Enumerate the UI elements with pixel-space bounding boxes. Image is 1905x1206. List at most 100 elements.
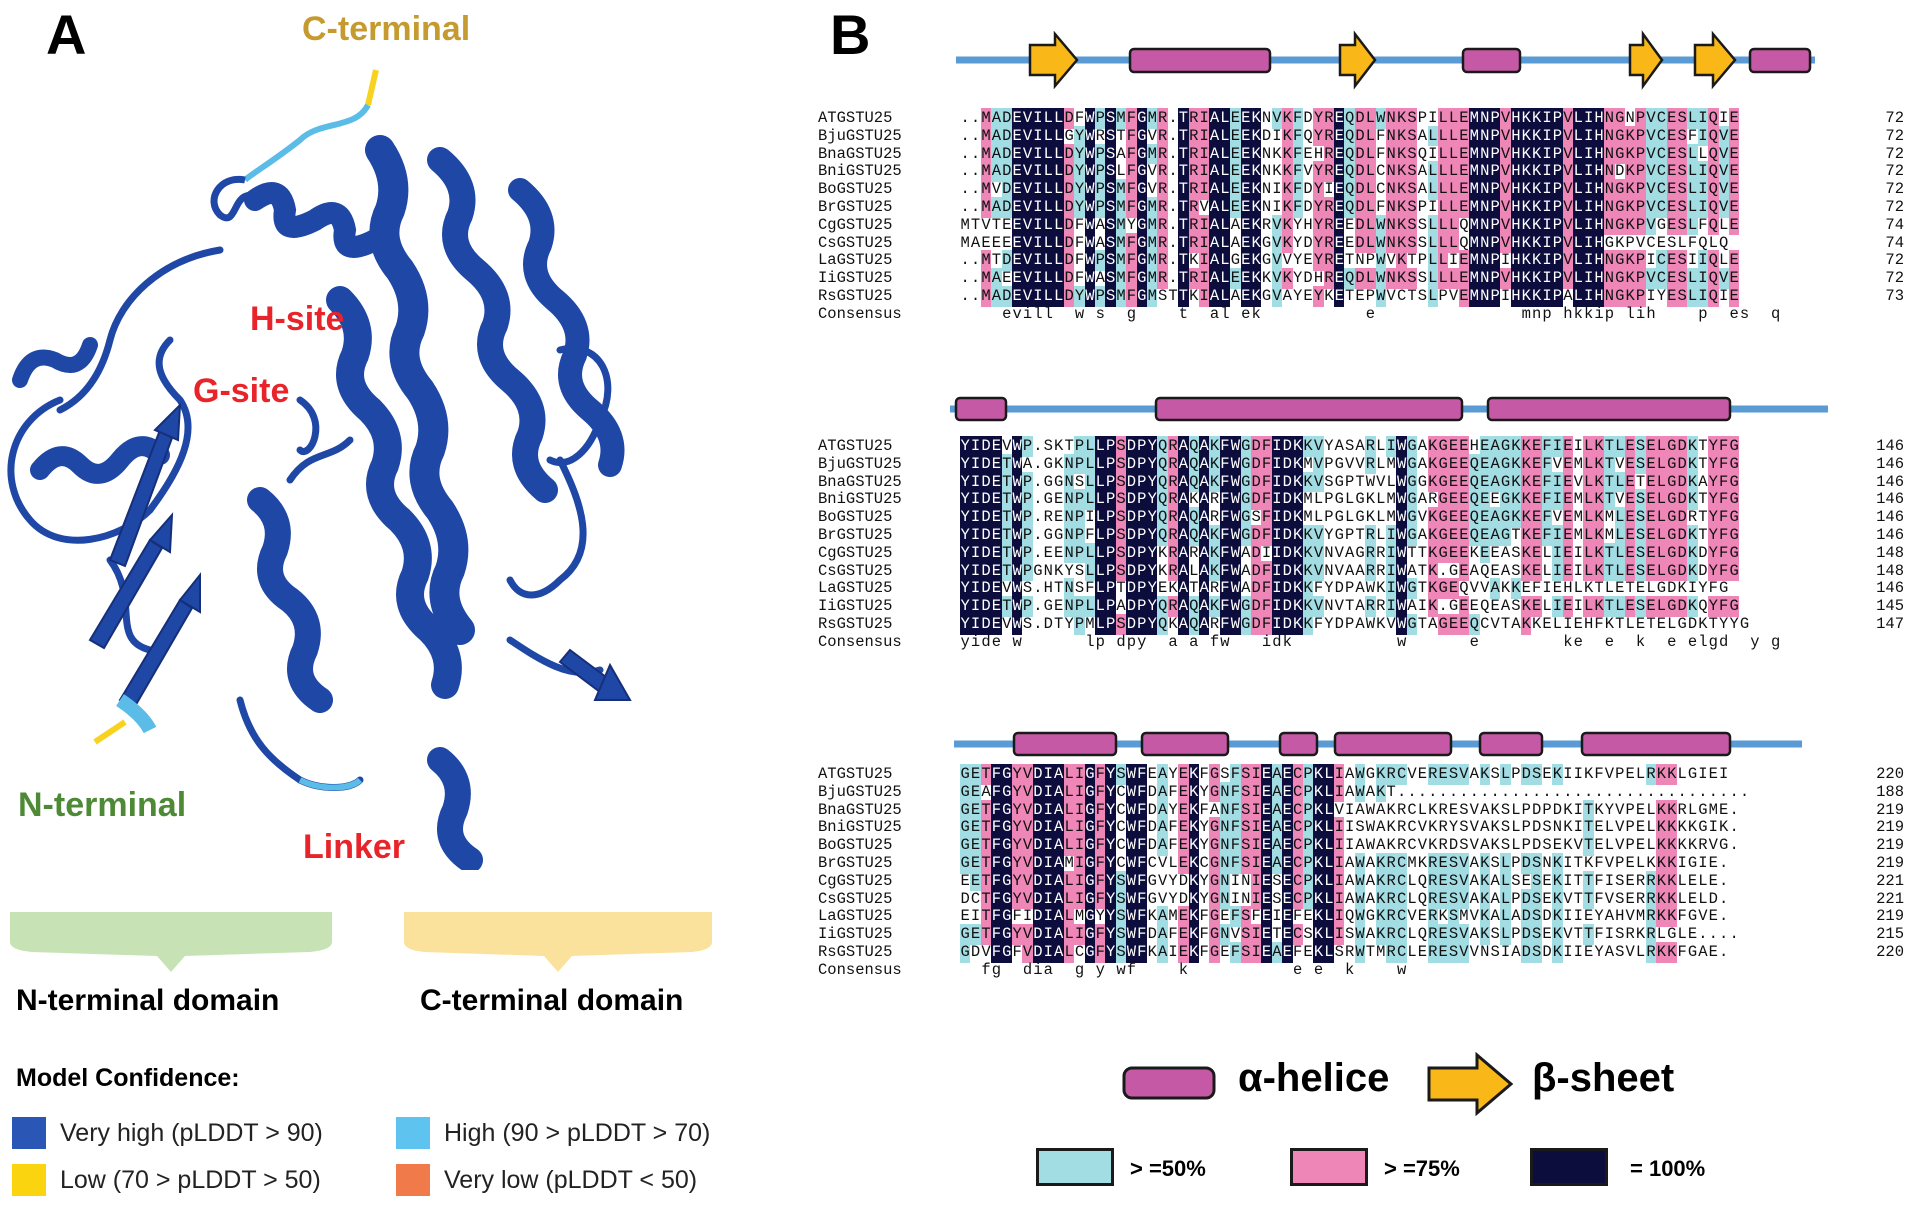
residue: P — [1344, 472, 1355, 491]
residue: V — [1344, 454, 1355, 473]
residue: L — [1677, 233, 1687, 252]
residue: V — [1448, 287, 1459, 305]
residue: A — [1198, 453, 1210, 475]
residue: I — [1198, 108, 1210, 129]
residue: R — [1427, 870, 1438, 892]
c-terminal-label: C-terminal — [302, 10, 471, 48]
residue: S — [1022, 615, 1033, 633]
residue: . — [1168, 109, 1178, 127]
residue: E — [1448, 578, 1459, 599]
residue: D — [1282, 525, 1293, 546]
residue: I — [1573, 543, 1583, 562]
residue: Q — [1188, 614, 1199, 635]
residue: S — [1490, 943, 1500, 961]
residue: I — [1541, 143, 1553, 165]
residue: E — [1625, 525, 1636, 546]
residue: N — [1219, 888, 1231, 910]
residue: S — [1490, 925, 1500, 944]
residue: C — [1656, 250, 1667, 271]
residue: L — [1573, 214, 1584, 236]
residue: A — [1489, 525, 1501, 546]
residue: T — [1001, 542, 1012, 564]
residue: l — [1085, 632, 1095, 651]
residue: K — [1687, 596, 1698, 617]
residue — [1376, 960, 1386, 981]
residue: D — [1615, 162, 1625, 181]
residue: S — [1615, 871, 1625, 890]
residue: S — [1531, 870, 1542, 892]
residue: A — [1053, 942, 1064, 963]
residue: H — [1510, 161, 1522, 182]
residue: K — [1490, 818, 1500, 837]
residue: H — [1510, 108, 1522, 129]
residue: I — [1198, 179, 1210, 200]
residue: P — [1635, 197, 1646, 218]
residue: E — [1344, 215, 1355, 234]
residue: L — [1583, 471, 1594, 493]
residue: L — [1323, 781, 1335, 803]
residue: A — [1344, 854, 1355, 872]
residue-count: 146 — [1876, 490, 1904, 509]
residue: A — [1053, 835, 1064, 856]
residue: A — [1198, 542, 1210, 564]
residue: A — [1198, 489, 1210, 510]
residue: F — [1199, 943, 1209, 961]
residue: Y — [1011, 781, 1023, 803]
residue — [1615, 632, 1625, 653]
residue: R — [1386, 906, 1397, 927]
residue: D — [1063, 108, 1075, 129]
residue: . — [960, 109, 970, 127]
residue: E — [1011, 179, 1023, 200]
residue: K — [1386, 836, 1396, 855]
c-terminal-domain-label: C-terminal domain — [420, 984, 684, 1017]
residue: K — [1593, 525, 1605, 546]
high-swatch — [396, 1117, 430, 1149]
residue: E — [1728, 214, 1740, 236]
residue: d — [1022, 960, 1033, 979]
residue: S — [1490, 765, 1500, 783]
residue: T — [1189, 579, 1199, 598]
residue: E — [1054, 490, 1064, 509]
residue: S — [1459, 818, 1469, 837]
residue: A — [1417, 437, 1428, 455]
residue: K — [1261, 269, 1272, 288]
residue: . — [1563, 782, 1573, 801]
residue: K — [1209, 471, 1220, 493]
residue — [1324, 304, 1334, 325]
residue: E — [1303, 907, 1313, 926]
residue: V — [1147, 180, 1157, 199]
residue: E — [970, 835, 981, 856]
residue: E — [1635, 800, 1646, 819]
sequence-name: Consensus — [818, 960, 902, 979]
residue: V — [1022, 924, 1033, 945]
residue: M — [980, 143, 992, 165]
residue: M — [1147, 143, 1158, 165]
residue: G — [1667, 925, 1677, 944]
residue: L — [1698, 889, 1708, 908]
residue: . — [960, 287, 970, 305]
residue: R — [1188, 125, 1199, 147]
residue: I — [1583, 250, 1594, 271]
residue — [1303, 632, 1313, 653]
residue: V — [1157, 889, 1168, 908]
residue: R — [1157, 143, 1168, 165]
residue: N — [1386, 268, 1397, 289]
residue: E — [1728, 286, 1740, 307]
residue: S — [1511, 871, 1521, 890]
residue: I — [1541, 108, 1553, 129]
residue: K — [1250, 161, 1262, 182]
residue: E — [1594, 836, 1604, 855]
residue: L — [1323, 817, 1335, 838]
residue: G — [1084, 942, 1096, 963]
residue: Y — [1105, 781, 1116, 803]
residue: P — [1324, 490, 1334, 509]
sequence-name: CsGSTU25 — [818, 561, 893, 580]
residue: P — [1489, 143, 1501, 165]
residue: L — [1116, 162, 1126, 181]
residue: E — [1625, 436, 1636, 457]
residue: Q — [1417, 144, 1428, 163]
residue: G — [1001, 906, 1012, 927]
residue: F — [1136, 799, 1148, 821]
residue: D — [1521, 942, 1532, 963]
